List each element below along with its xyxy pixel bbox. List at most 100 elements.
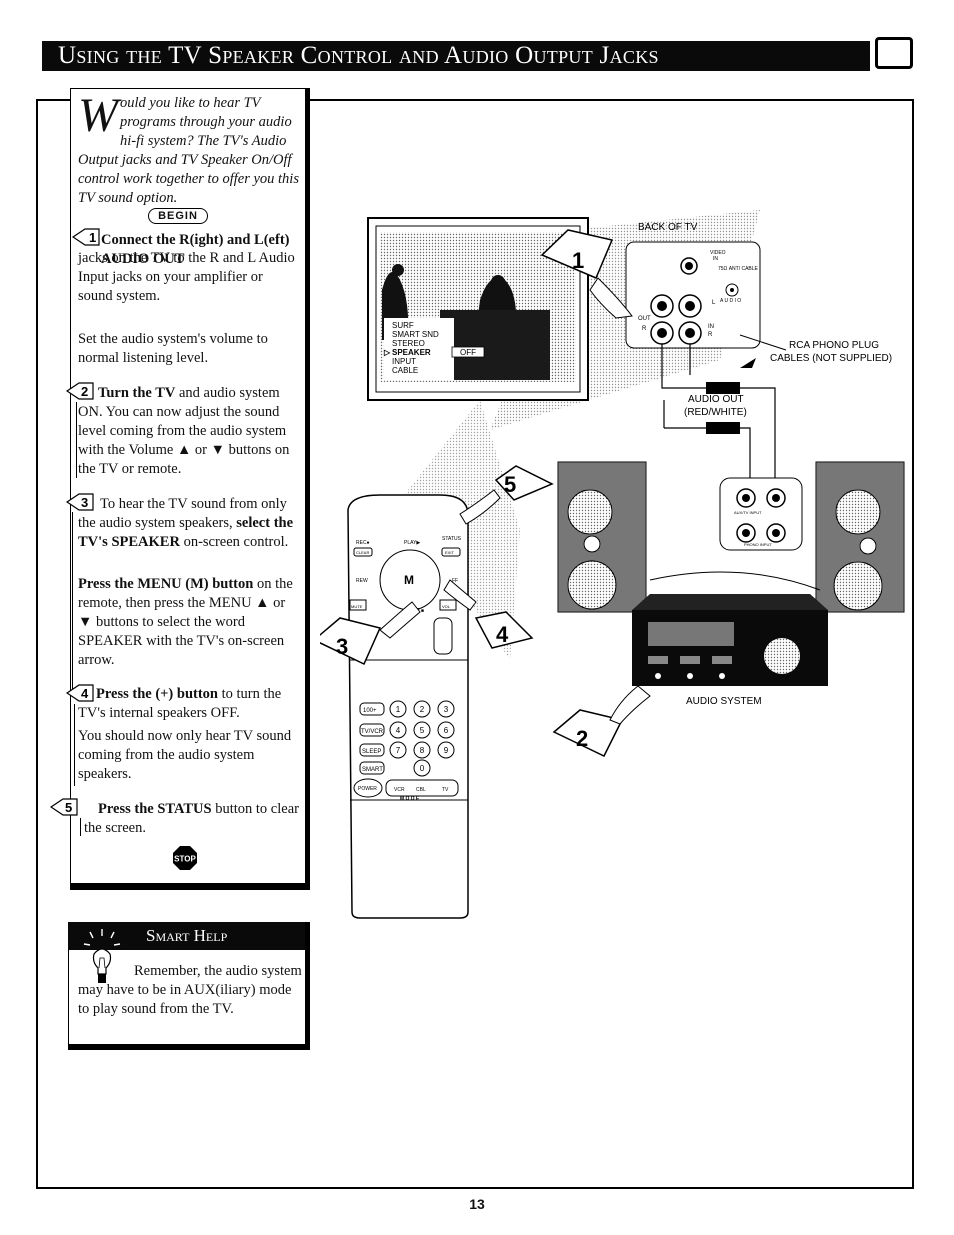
svg-text:CLEAR: CLEAR xyxy=(356,550,369,555)
page-number: 13 xyxy=(469,1196,485,1212)
step-1-heading: Connect the R(ight) and L(eft) AUDIO OUT xyxy=(101,232,290,267)
svg-text:6: 6 xyxy=(444,726,449,735)
svg-text:REC●: REC● xyxy=(356,540,370,546)
svg-text:2: 2 xyxy=(420,705,425,714)
svg-text:5: 5 xyxy=(504,472,516,497)
svg-text:9: 9 xyxy=(444,746,449,755)
stop-sign-icon: STOP xyxy=(173,846,197,870)
svg-text:EXIT: EXIT xyxy=(445,550,454,555)
svg-text:3: 3 xyxy=(444,705,449,714)
svg-text:4: 4 xyxy=(81,686,89,701)
step-2-arrow-icon: 2 xyxy=(66,382,94,400)
svg-text:3: 3 xyxy=(336,634,348,659)
step-4-bar xyxy=(74,704,75,786)
svg-text:2: 2 xyxy=(576,726,588,751)
step-4-arrow-icon: 4 xyxy=(66,684,94,702)
svg-text:FF: FF xyxy=(452,578,458,584)
svg-text:2: 2 xyxy=(81,384,88,399)
svg-text:CBL: CBL xyxy=(416,787,426,793)
svg-text:L: L xyxy=(712,300,716,306)
svg-text:3: 3 xyxy=(81,495,88,510)
svg-text:TV: TV xyxy=(442,787,449,793)
svg-text:PLAY▶: PLAY▶ xyxy=(404,540,420,546)
lightbulb-icon xyxy=(83,929,121,983)
begin-badge: BEGIN xyxy=(148,208,208,224)
tv-screen: SURF SMART SND STEREO ▷ SPEAKER INPUT CA… xyxy=(367,217,589,401)
svg-text:STATUS: STATUS xyxy=(442,536,462,542)
step-1-extra: Set the audio system's volume to normal … xyxy=(78,331,268,366)
step-4-extra: You should now only hear TV sound coming… xyxy=(78,728,292,782)
svg-text:5: 5 xyxy=(420,726,425,735)
svg-text:PHONO INPUT: PHONO INPUT xyxy=(744,542,772,547)
svg-text:OFF: OFF xyxy=(460,348,476,357)
svg-text:TV/VCR: TV/VCR xyxy=(361,729,384,735)
svg-text:MUTE: MUTE xyxy=(351,604,363,609)
tv-menu-item: SMART SND xyxy=(392,330,439,339)
tv-menu-item: INPUT xyxy=(392,357,416,366)
tv-menu-item: CABLE xyxy=(392,366,418,375)
svg-text:1: 1 xyxy=(89,230,96,245)
svg-text:VCR: VCR xyxy=(394,787,405,793)
title-tab-box xyxy=(875,37,913,69)
svg-text:STOP: STOP xyxy=(174,855,196,864)
svg-text:1: 1 xyxy=(572,248,584,273)
drop-cap: W xyxy=(78,89,118,142)
step-3-bar xyxy=(72,512,73,694)
svg-text:IN: IN xyxy=(708,324,714,330)
svg-text:REW: REW xyxy=(356,578,368,584)
svg-text:5: 5 xyxy=(65,800,72,815)
svg-text:SMART: SMART xyxy=(362,767,383,773)
smart-help-box xyxy=(68,922,310,1050)
svg-text:4: 4 xyxy=(396,726,401,735)
step-2-body: Turn the TV and audio system ON. You can… xyxy=(78,385,290,477)
step-2-bar xyxy=(76,402,77,478)
tv-menu-item: SPEAKER xyxy=(392,348,431,357)
svg-text:VOL: VOL xyxy=(442,604,451,609)
page-frame xyxy=(36,99,914,1189)
svg-text:100+: 100+ xyxy=(363,708,377,714)
svg-text:(RED/WHITE): (RED/WHITE) xyxy=(684,407,747,418)
right-speaker xyxy=(815,461,905,613)
svg-text:OUT: OUT xyxy=(638,316,651,322)
svg-text:CABLES (NOT SUPPLIED): CABLES (NOT SUPPLIED) xyxy=(770,353,892,364)
svg-text:AUDIO SYSTEM: AUDIO SYSTEM xyxy=(686,696,762,707)
svg-text:SLEEP: SLEEP xyxy=(362,749,381,755)
svg-text:AUX/TV INPUT: AUX/TV INPUT xyxy=(734,510,762,515)
svg-text:R: R xyxy=(708,332,713,338)
step-1-arrow-icon: 1 xyxy=(72,228,100,246)
page-title: Using the TV Speaker Control and Audio O… xyxy=(42,41,870,71)
svg-text:75Ω ANT/ CABLE: 75Ω ANT/ CABLE xyxy=(718,266,759,272)
tv-menu-item: ▷ xyxy=(383,348,391,357)
audio-system-amplifier xyxy=(632,571,828,686)
left-speaker xyxy=(557,461,647,613)
svg-text:RCA PHONO PLUG: RCA PHONO PLUG xyxy=(789,340,879,351)
smart-help-text: Remember, the audio system may have to b… xyxy=(78,963,302,1017)
svg-text:4: 4 xyxy=(496,622,509,647)
smart-help-title: Smart Help xyxy=(68,922,305,950)
svg-text:0: 0 xyxy=(420,764,425,773)
step-1-body: jacks on the TV to the R and L Audio Inp… xyxy=(78,250,295,304)
svg-text:A U D I O: A U D I O xyxy=(720,298,741,304)
svg-text:AUDIO OUT: AUDIO OUT xyxy=(688,394,744,405)
step-5-bar xyxy=(80,818,81,836)
svg-text:R: R xyxy=(642,326,647,332)
step-3-body: To hear the TV sound from only the audio… xyxy=(78,496,294,550)
tv-menu-item: SURF xyxy=(392,321,414,330)
back-of-tv-panel: BACK OF TV VIDEO IN 75Ω ANT/ CABLE OUT R… xyxy=(625,222,761,349)
svg-text:8: 8 xyxy=(420,746,425,755)
svg-text:BACK OF TV: BACK OF TV xyxy=(638,222,698,233)
svg-text:IN: IN xyxy=(713,256,718,262)
remote-control: REC● PLAY▶ STATUS CLEAR EXIT REW FF M ST… xyxy=(347,494,469,919)
svg-text:1: 1 xyxy=(396,705,401,714)
step-5-arrow-icon: 5 xyxy=(50,798,78,816)
svg-text:M: M xyxy=(404,573,414,587)
step-4-body: Press the (+) button to turn the TV's in… xyxy=(78,686,282,721)
intro-body: ould you like to hear TV programs throug… xyxy=(78,95,299,206)
svg-text:VIDEO: VIDEO xyxy=(710,250,726,256)
svg-text:7: 7 xyxy=(396,746,401,755)
svg-text:POWER: POWER xyxy=(358,786,377,792)
connection-illustration: SURF SMART SND STEREO ▷ SPEAKER INPUT CA… xyxy=(320,210,905,919)
tv-menu-item: STEREO xyxy=(392,339,425,348)
step-3-arrow-icon: 3 xyxy=(66,493,94,511)
